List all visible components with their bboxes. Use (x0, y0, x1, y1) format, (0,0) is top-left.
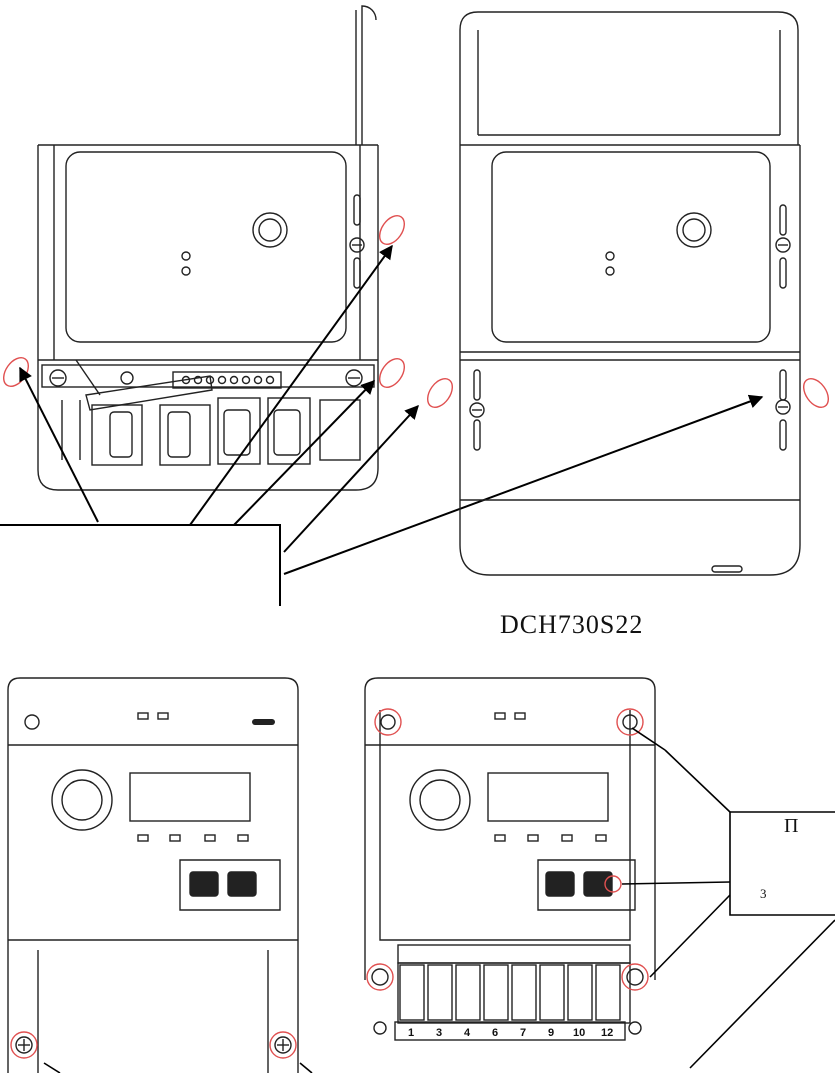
screw-icon (49, 369, 67, 387)
screw-icon (15, 1036, 33, 1054)
seal-icon (621, 963, 649, 991)
seal-icon (604, 875, 622, 893)
display-window-top-right (491, 151, 771, 343)
meter-top-left (37, 5, 379, 491)
screw-icon (349, 237, 365, 253)
screw-icon (626, 968, 644, 986)
meter-body-bottom-right (364, 677, 656, 980)
seal-icon (10, 1031, 38, 1059)
button-icon (227, 871, 257, 897)
seal-icon (802, 377, 830, 409)
seal-icon (269, 1031, 297, 1059)
seals-top-right (426, 377, 830, 409)
screw-icon (345, 369, 363, 387)
seal-icon (426, 377, 454, 409)
callout-label-mid: 3 (760, 886, 767, 901)
rotary-switch-icon (51, 769, 113, 831)
callout-box-top (0, 524, 281, 606)
svg-text:7: 7 (520, 1027, 526, 1039)
meter-body-top-left (37, 145, 379, 491)
screw-icon (24, 714, 40, 730)
screw-icon (622, 714, 638, 730)
svg-text:6: 6 (492, 1027, 498, 1039)
meter-body-top-right (459, 145, 801, 576)
seals-bottom-right (366, 708, 649, 991)
optical-port-top-right (676, 212, 712, 248)
seal-icon (616, 708, 644, 736)
svg-text:1: 1 (408, 1027, 414, 1039)
seal-icon (378, 357, 406, 389)
screw-icon (775, 237, 791, 253)
screw-icon (274, 1036, 292, 1054)
meter-bottom-left (7, 677, 299, 1073)
callout-bottom (43, 727, 835, 1074)
svg-text:12: 12 (601, 1027, 613, 1039)
callout-top (0, 244, 764, 606)
screw-icon (371, 968, 389, 986)
hanger-top-right (459, 11, 799, 145)
lcd-display-bottom-left (129, 772, 251, 822)
button-icon (189, 871, 219, 897)
meter-body-bottom-left (7, 677, 299, 1073)
svg-text:4: 4 (464, 1027, 471, 1039)
lcd-display-bottom-right (487, 772, 609, 822)
screw-icon (380, 714, 396, 730)
svg-text:10: 10 (573, 1027, 585, 1039)
meter-top-right (459, 11, 801, 576)
terminal-number-bar (394, 1021, 626, 1041)
terminal-blocks-top-left (91, 397, 361, 466)
seal-icon (374, 708, 402, 736)
terminal-numbers: 1 3 4 6 7 9 10 12 (408, 1027, 613, 1039)
terminal-cells (399, 964, 621, 1021)
screw-icon (469, 402, 485, 418)
model-caption: DCH730S22 (500, 610, 644, 634)
svg-text:9: 9 (548, 1027, 554, 1039)
callout-label-top: Π (784, 815, 799, 837)
seal-icon (366, 963, 394, 991)
hanger-top-left (355, 5, 377, 145)
display-window-top-left (65, 151, 347, 343)
svg-text:3: 3 (436, 1027, 442, 1039)
callout-box-bottom (729, 811, 835, 916)
rotary-switch-icon (409, 769, 471, 831)
optical-port-top-left (252, 212, 288, 248)
screw-icon (775, 399, 791, 415)
button-icon (545, 871, 575, 897)
seals-bottom-left (10, 1031, 297, 1059)
button-icon (583, 871, 613, 897)
meter-bottom-right: 1 3 4 6 7 9 10 12 (364, 677, 656, 1041)
seal-icon (378, 214, 406, 246)
small-terminal-strip (172, 371, 282, 389)
terminal-strip-bottom-right (397, 944, 631, 964)
